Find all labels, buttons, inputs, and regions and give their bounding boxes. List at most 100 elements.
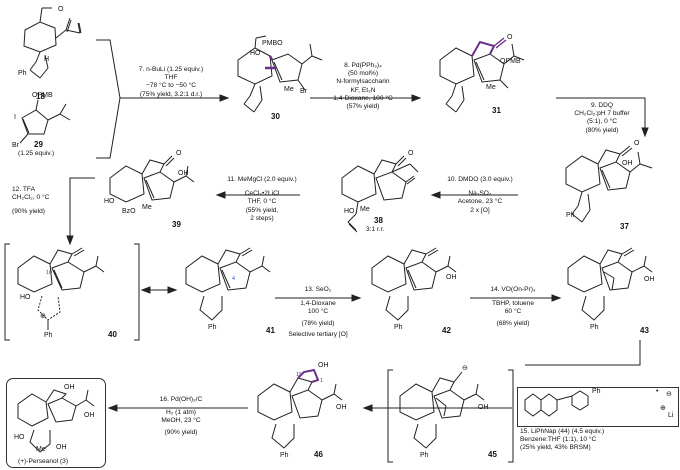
structure-38 bbox=[341, 155, 419, 233]
compound-41-label: 41 bbox=[266, 326, 275, 335]
arrow-12 bbox=[69, 177, 95, 238]
atom-40-c10: 10 bbox=[46, 270, 53, 276]
step-10-conditions: 10. DMDO (3.0 equiv.) Na₂SO₄ Acetone, 23… bbox=[440, 176, 520, 215]
arrowhead-8 bbox=[411, 94, 422, 102]
step-16-line-1: 16. Pd(OH)₂/C bbox=[159, 396, 203, 403]
step-13-line-1: 13. SeO₂ bbox=[304, 286, 332, 293]
arrowhead-12 bbox=[66, 235, 74, 246]
step-16-line-4: (90% yield) bbox=[164, 428, 198, 436]
atom-42-ph: Ph bbox=[394, 324, 403, 331]
atom-44-dot: • bbox=[656, 388, 659, 395]
structure-30 bbox=[237, 35, 323, 113]
atom-29-i: I bbox=[14, 114, 16, 121]
arrow-15 bbox=[525, 340, 641, 366]
step-13-conditions: 13. SeO₂ 1,4-Dioxane 100 °C (78% yield) … bbox=[270, 286, 366, 339]
step-15-line-3: (25% yield, 43% BRSM) bbox=[520, 444, 591, 452]
compound-30-label: 30 bbox=[271, 112, 280, 121]
compound-18-label: 18 bbox=[36, 92, 45, 101]
step-7-line-4: (75% yield, 3.2:1 d.r.) bbox=[139, 90, 203, 98]
atom-31-opmb: OPMB bbox=[500, 58, 521, 65]
step-11-line-5: 2 steps) bbox=[250, 214, 274, 222]
bracket-40-left bbox=[4, 243, 10, 341]
step-8-line-4: KF, Et₃N bbox=[350, 86, 376, 94]
step-11-line-2: CeCl₃•2LiCl bbox=[244, 190, 280, 198]
atom-final-oh-2: OH bbox=[84, 412, 95, 419]
compound-45-label: 45 bbox=[488, 450, 497, 459]
atom-44-ph: Ph bbox=[592, 388, 601, 395]
atom-41-ph: Ph bbox=[208, 324, 217, 331]
step-16-conditions: 16. Pd(OH)₂/C H₂ (1 atm) MeOH, 23 °C (90… bbox=[126, 396, 236, 437]
arrowhead-15 bbox=[362, 404, 373, 412]
atom-46-ph: Ph bbox=[280, 452, 289, 459]
atom-29-br: Br bbox=[12, 142, 19, 149]
atom-45-ph: Ph bbox=[420, 452, 429, 459]
compound-42-label: 42 bbox=[442, 326, 451, 335]
structure-39 bbox=[109, 155, 195, 203]
reagent-44-box bbox=[517, 387, 679, 427]
step-14-line-1: 14. VO(On-Pr)₃ bbox=[490, 286, 536, 293]
compound-29-equiv: (1.25 equiv.) bbox=[18, 150, 55, 157]
atom-46-c1: 1 bbox=[320, 378, 324, 384]
step-9-conditions: 9. DDQ CH₂Cl₂:pH 7 buffer (5:1), 0 °C (8… bbox=[560, 102, 644, 135]
step-9-line-4: (80% yield) bbox=[585, 126, 619, 134]
step-10-line-4: 2 x [O] bbox=[470, 206, 490, 214]
arrowhead-11 bbox=[215, 191, 226, 199]
step-12-line-2: CH₂Cl₂, 0 °C bbox=[12, 194, 50, 202]
step-10-line-1: 10. DMDO (3.0 equiv.) bbox=[447, 176, 513, 183]
structure-37 bbox=[565, 145, 653, 223]
step-11-line-1: 11. MeMgCl (2.0 equiv.) bbox=[227, 176, 297, 183]
step-11-line-4: (55% yield, bbox=[245, 206, 279, 214]
structure-final bbox=[17, 389, 95, 453]
atom-44-li: Li bbox=[668, 412, 674, 419]
arrowhead-7 bbox=[219, 94, 230, 102]
structure-43 bbox=[567, 247, 653, 321]
step-13-line-4: (78% yield) bbox=[301, 319, 335, 327]
step-15-conditions: 15. LiPhNap (44) (4.5 equiv.) Benzene:TH… bbox=[520, 428, 604, 453]
step-11-conditions: 11. MeMgCl (2.0 equiv.) CeCl₃•2LiCl THF,… bbox=[222, 176, 302, 223]
atom-42-oh: OH bbox=[446, 274, 457, 281]
atom-31-o: O bbox=[507, 34, 513, 41]
atom-30-br: Br bbox=[300, 88, 307, 95]
arrowhead-9 bbox=[641, 127, 649, 138]
structure-31 bbox=[439, 37, 525, 113]
step-10-line-2: Na₂SO₄ bbox=[468, 190, 492, 198]
step-9-line-1: 9. DDQ bbox=[591, 102, 613, 109]
atom-31-me: Me bbox=[486, 84, 496, 91]
step-16-line-2: H₂ (1 atm) bbox=[165, 409, 197, 417]
step-14-line-3: 60 °C bbox=[504, 308, 522, 316]
atom-18-o: O bbox=[58, 6, 64, 13]
atom-39-me: Me bbox=[142, 204, 152, 211]
atom-final-ho-1: HO bbox=[14, 434, 25, 441]
step-13-line-5: Selective tertiary [O] bbox=[288, 330, 348, 338]
structure-29 bbox=[19, 99, 71, 144]
final-product-label: (+)-Perseanol (3) bbox=[18, 458, 69, 465]
step-13-line-2: 1,4-Dioxane bbox=[300, 300, 336, 308]
atom-46-c15: 15 bbox=[296, 372, 303, 378]
compound-39-label: 39 bbox=[172, 220, 181, 229]
arrowhead-16 bbox=[107, 404, 118, 412]
structure-41 bbox=[185, 247, 271, 321]
compound-46-label: 46 bbox=[314, 450, 323, 459]
step-7-conditions: 7. n-BuLi (1.25 equiv.) THF −78 °C to −5… bbox=[126, 66, 216, 99]
atom-39-o: O bbox=[176, 150, 182, 157]
atom-43-oh: OH bbox=[644, 276, 655, 283]
atom-final-oh-1: OH bbox=[64, 384, 75, 391]
atom-final-me: Me bbox=[36, 446, 46, 453]
atom-45-oh: OH bbox=[478, 404, 489, 411]
step-12-line-3: (90% yield) bbox=[12, 208, 45, 216]
step-7-line-1: 7. n-BuLi (1.25 equiv.) bbox=[138, 66, 204, 73]
step-9-line-3: (5:1), 0 °C bbox=[586, 118, 618, 126]
step-8-conditions: 8. Pd(PPh₃)₄ (50 mol%) N-formylsaccharin… bbox=[318, 62, 408, 111]
structure-40 bbox=[17, 247, 105, 330]
step-13-line-3: 100 °C bbox=[307, 308, 329, 316]
step-8-line-6: (57% yield) bbox=[346, 103, 380, 111]
atom-41-c4: 4 bbox=[232, 276, 236, 282]
compound-29-label: 29 bbox=[34, 140, 43, 149]
atom-37-o: O bbox=[634, 140, 640, 147]
atom-45-minus: ⊖ bbox=[462, 365, 468, 372]
atom-39-bzo: BzO bbox=[122, 208, 136, 215]
compound-38-label: 38 bbox=[374, 216, 383, 225]
step-12-conditions: 12. TFA CH₂Cl₂, 0 °C (90% yield) bbox=[12, 186, 49, 217]
atom-38-o: O bbox=[408, 150, 414, 157]
